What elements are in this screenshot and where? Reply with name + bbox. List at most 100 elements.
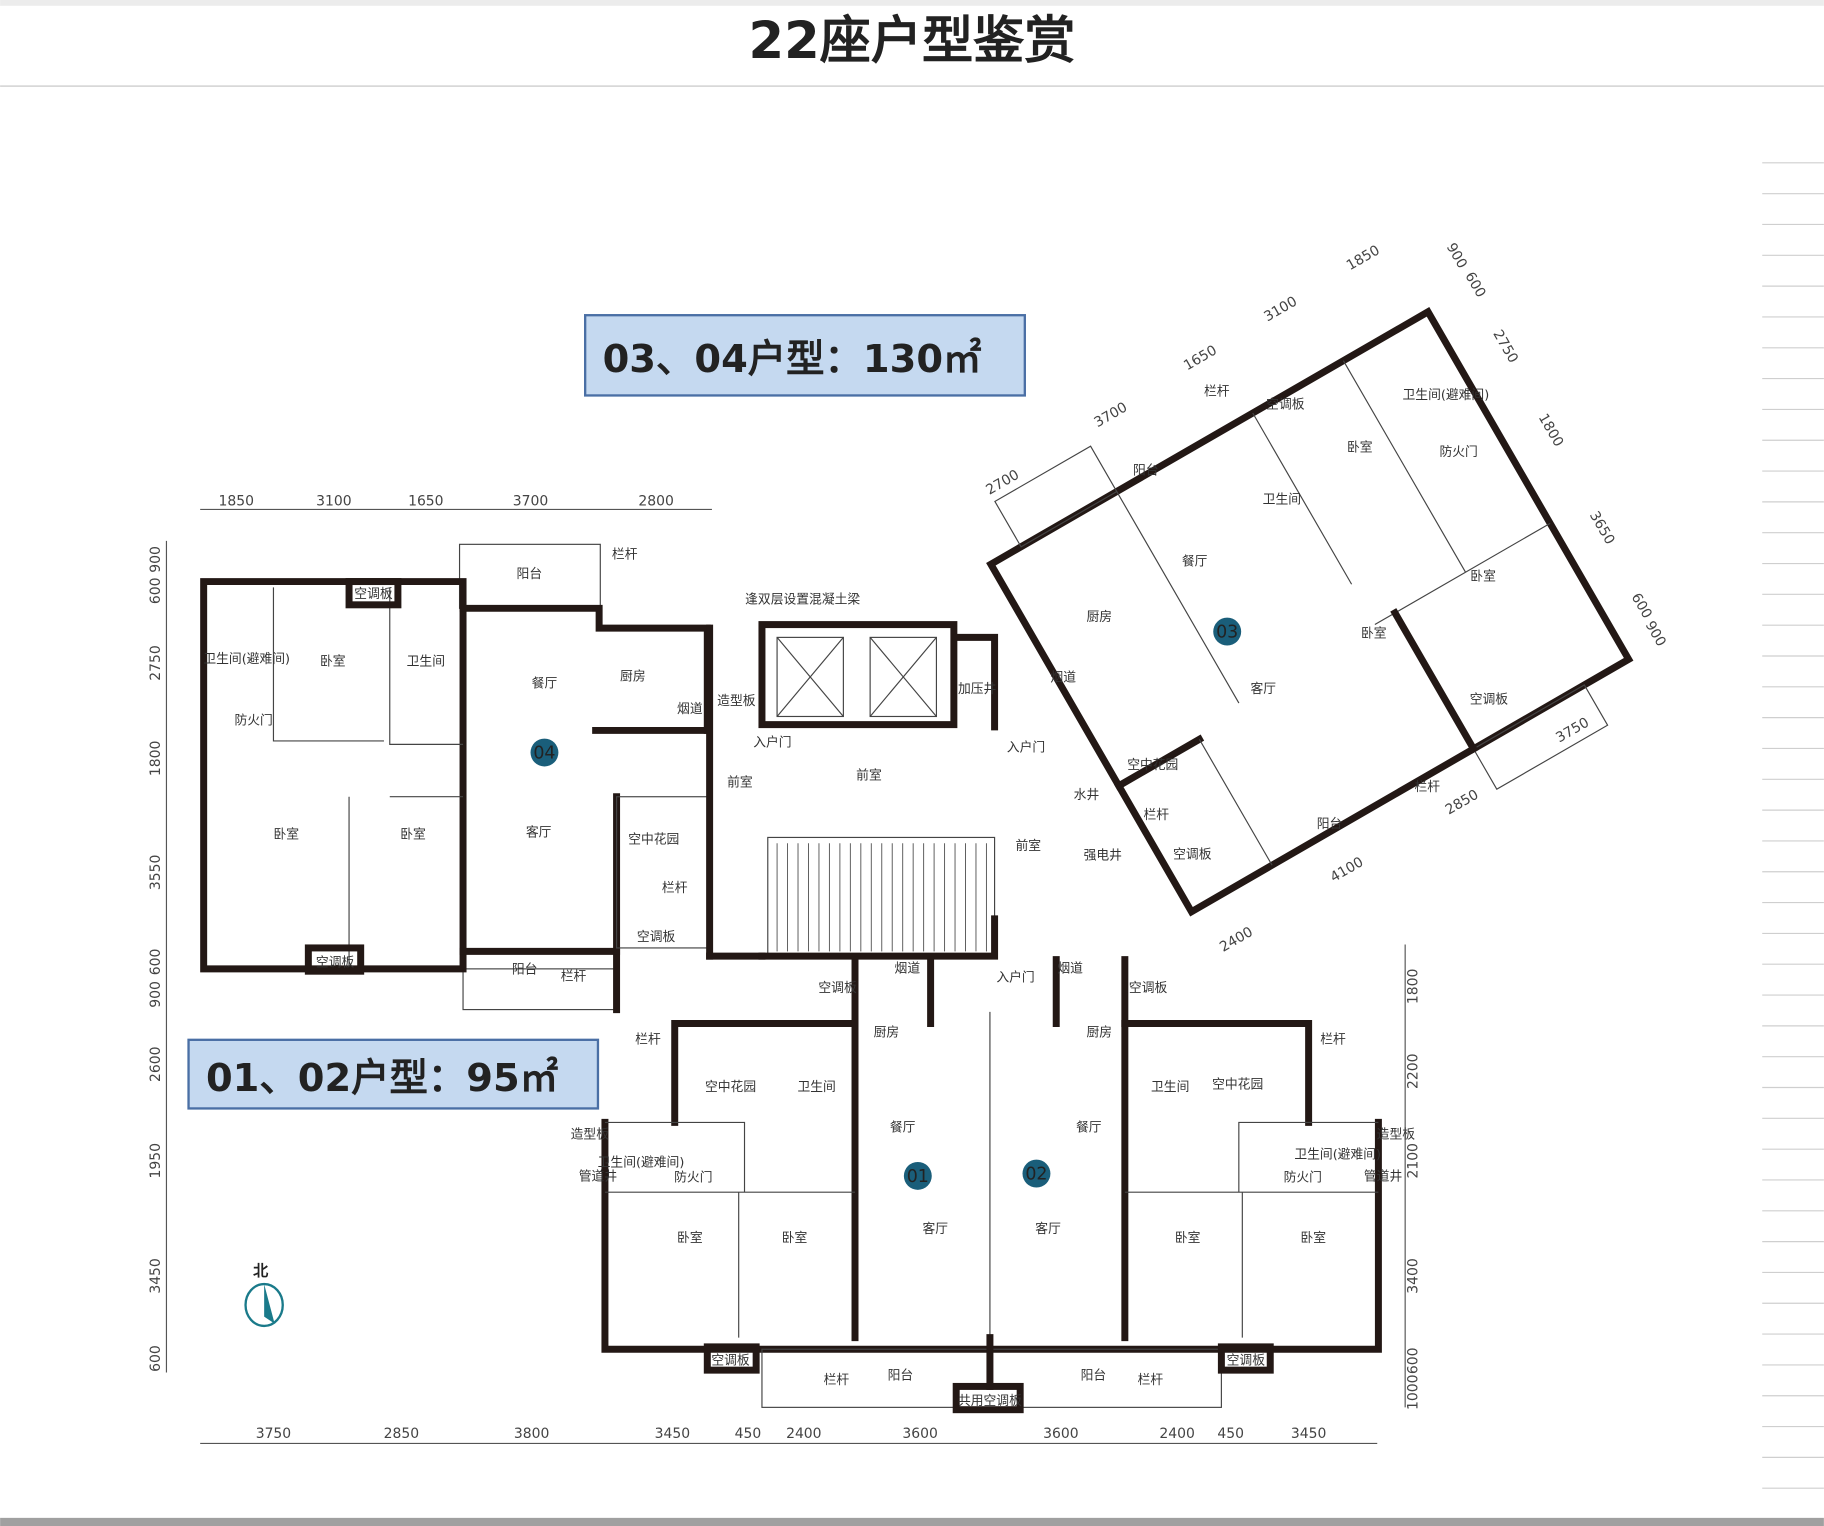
dimension-label: 2850 bbox=[384, 1426, 419, 1442]
room-label: 卧室 bbox=[677, 1230, 703, 1246]
page-title: 22座户型鉴赏 bbox=[749, 12, 1076, 71]
room-label: 防火门 bbox=[1284, 1170, 1322, 1186]
room-label: 栏杆 bbox=[1204, 384, 1230, 399]
dimension-label: 3700 bbox=[513, 493, 548, 509]
north-label: 北 bbox=[253, 1262, 269, 1280]
dimension-label: 3750 bbox=[1553, 715, 1592, 747]
room-label: 造型板 bbox=[571, 1128, 610, 1143]
room-label: 卫生间(避难间) bbox=[203, 652, 290, 667]
room-label: 厨房 bbox=[1086, 609, 1112, 625]
room-label: 餐厅 bbox=[1076, 1120, 1102, 1136]
room-label: 阳台 bbox=[517, 567, 543, 582]
room-label: 栏杆 bbox=[1143, 808, 1169, 823]
unit-04-walls bbox=[200, 543, 711, 1014]
dimension-label: 3100 bbox=[1261, 294, 1300, 326]
room-label: 造型板 bbox=[1377, 1128, 1416, 1143]
dimension-label: 3650 bbox=[1586, 509, 1618, 548]
dimension-label: 2700 bbox=[983, 467, 1022, 499]
dimension-label: 900 bbox=[148, 981, 164, 1008]
unit-label-0304: 03、04户型：130㎡ bbox=[584, 314, 1026, 397]
unit-badge bbox=[530, 738, 559, 767]
room-label: 前室 bbox=[856, 767, 882, 783]
room-label: 客厅 bbox=[526, 824, 552, 840]
room-label: 空调板 bbox=[1173, 847, 1212, 862]
room-label: 造型板 bbox=[717, 694, 756, 709]
dimension-label: 2800 bbox=[638, 493, 673, 509]
room-label: 卧室 bbox=[1470, 568, 1496, 584]
dimension-label: 4100 bbox=[1328, 854, 1367, 886]
room-label: 厨房 bbox=[874, 1024, 900, 1040]
unit-badge bbox=[1213, 617, 1242, 646]
dimension-label: 3750 bbox=[256, 1426, 291, 1442]
room-label: 烟道 bbox=[677, 702, 703, 717]
room-label: 阳台 bbox=[1081, 1368, 1107, 1383]
room-label: 卧室 bbox=[320, 653, 346, 669]
dimension-label: 3600 bbox=[902, 1426, 937, 1442]
room-label: 栏杆 bbox=[824, 1373, 850, 1388]
unit-03-walls bbox=[986, 307, 1634, 917]
dimension-label: 2750 bbox=[148, 645, 164, 680]
dimension-label: 1950 bbox=[148, 1143, 164, 1178]
room-label: 入户门 bbox=[1007, 739, 1045, 755]
room-label: 空调板 bbox=[1129, 981, 1168, 996]
dimension-label: 1850 bbox=[218, 493, 253, 509]
room-label: 烟道 bbox=[1057, 961, 1083, 976]
dimension-label: 3550 bbox=[148, 855, 164, 890]
room-label: 卫生间 bbox=[1263, 493, 1301, 508]
dimension-label: 2400 bbox=[1159, 1426, 1194, 1442]
room-label: 卫生间 bbox=[407, 654, 445, 669]
room-label: 烟道 bbox=[895, 961, 921, 976]
unit-label-0102-text: 01、02户型：95㎡ bbox=[206, 1056, 559, 1101]
unit-number: 04 bbox=[533, 744, 555, 764]
room-label: 空调板 bbox=[316, 956, 355, 971]
room-label: 卧室 bbox=[1361, 625, 1387, 641]
dimension-label: 2850 bbox=[1443, 787, 1482, 819]
dimension-label: 600 bbox=[1405, 1348, 1421, 1375]
room-label: 餐厅 bbox=[890, 1120, 916, 1136]
dimension-label: 900 bbox=[148, 546, 164, 573]
dimension-label: 1650 bbox=[408, 493, 443, 509]
room-label: 空调板 bbox=[711, 1353, 750, 1368]
room-label: 卫生间 bbox=[797, 1080, 835, 1095]
room-label: 客厅 bbox=[1035, 1221, 1061, 1237]
dimension-label: 1850 bbox=[1344, 242, 1383, 274]
unit-label-0102: 01、02户型：95㎡ bbox=[187, 1038, 600, 1110]
sheet-gridlines bbox=[1762, 162, 1824, 1489]
dimension-label: 3600 bbox=[1043, 1426, 1078, 1442]
room-label: 阳台 bbox=[888, 1368, 914, 1383]
dimension-label: 2400 bbox=[1217, 924, 1256, 956]
room-label: 强电井 bbox=[1084, 849, 1123, 864]
room-label: 前室 bbox=[727, 774, 753, 790]
dimension-lines bbox=[165, 508, 1406, 1445]
room-label: 客厅 bbox=[922, 1221, 948, 1237]
room-label: 卫生间(避难间) bbox=[1403, 388, 1490, 403]
dimension-label: 600 bbox=[148, 949, 164, 976]
dimension-label: 1800 bbox=[148, 741, 164, 776]
room-label: 管道井 bbox=[579, 1170, 618, 1185]
room-label: 栏杆 bbox=[561, 970, 587, 985]
room-label: 卧室 bbox=[400, 827, 426, 843]
room-label: 前室 bbox=[1016, 838, 1042, 854]
dimension-label: 1650 bbox=[1181, 342, 1220, 374]
room-label: 厨房 bbox=[1086, 1024, 1112, 1040]
room-label: 空调板 bbox=[637, 930, 676, 945]
dimension-label: 600 bbox=[148, 578, 164, 605]
unit-number: 03 bbox=[1216, 623, 1238, 643]
room-label: 栏杆 bbox=[635, 1032, 661, 1047]
dimension-label: 3800 bbox=[514, 1426, 549, 1442]
room-label: 空中花园 bbox=[1127, 757, 1178, 773]
dimension-label: 2200 bbox=[1405, 1053, 1421, 1088]
room-label: 卫生间(避难间) bbox=[598, 1156, 685, 1171]
unit-01-02-walls bbox=[601, 956, 1382, 1414]
room-label: 阳台 bbox=[512, 963, 538, 978]
room-label: 管道井 bbox=[1364, 1170, 1403, 1185]
unit-label-0304-text: 03、04户型：130㎡ bbox=[603, 337, 982, 382]
room-label: 栏杆 bbox=[1414, 780, 1440, 795]
room-label: 空调板 bbox=[1266, 397, 1305, 412]
dimension-label: 1800 bbox=[1535, 411, 1567, 450]
dimension-label: 3450 bbox=[655, 1426, 690, 1442]
room-label: 栏杆 bbox=[1138, 1373, 1164, 1388]
room-label: 阳台 bbox=[1317, 817, 1343, 832]
room-label: 入户门 bbox=[996, 970, 1034, 986]
dimension-label: 2600 bbox=[148, 1047, 164, 1082]
